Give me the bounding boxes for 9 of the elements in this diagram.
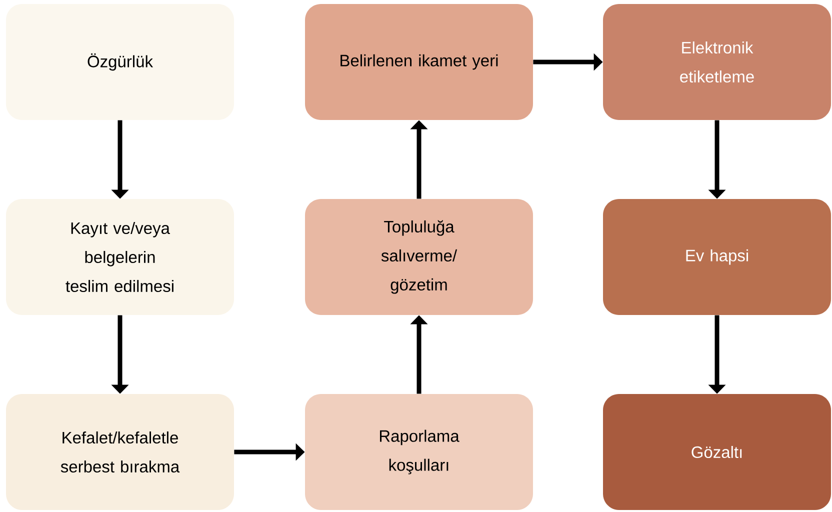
process-box: Elektronik etiketleme — [603, 4, 831, 120]
process-box: Kefalet/kefaletle serbest bırakma — [6, 394, 234, 510]
process-box: Özgürlük — [6, 4, 234, 120]
process-box: Gözaltı — [603, 394, 831, 510]
process-box: Belirlenen ikamet yeri — [305, 4, 533, 120]
process-box: Ev hapsi — [603, 199, 831, 315]
process-box: Kayıt ve/veya belgelerin teslim edilmesi — [6, 199, 234, 315]
process-box: Topluluğa salıverme/ gözetim — [305, 199, 533, 315]
process-box: Raporlama koşulları — [305, 394, 533, 510]
